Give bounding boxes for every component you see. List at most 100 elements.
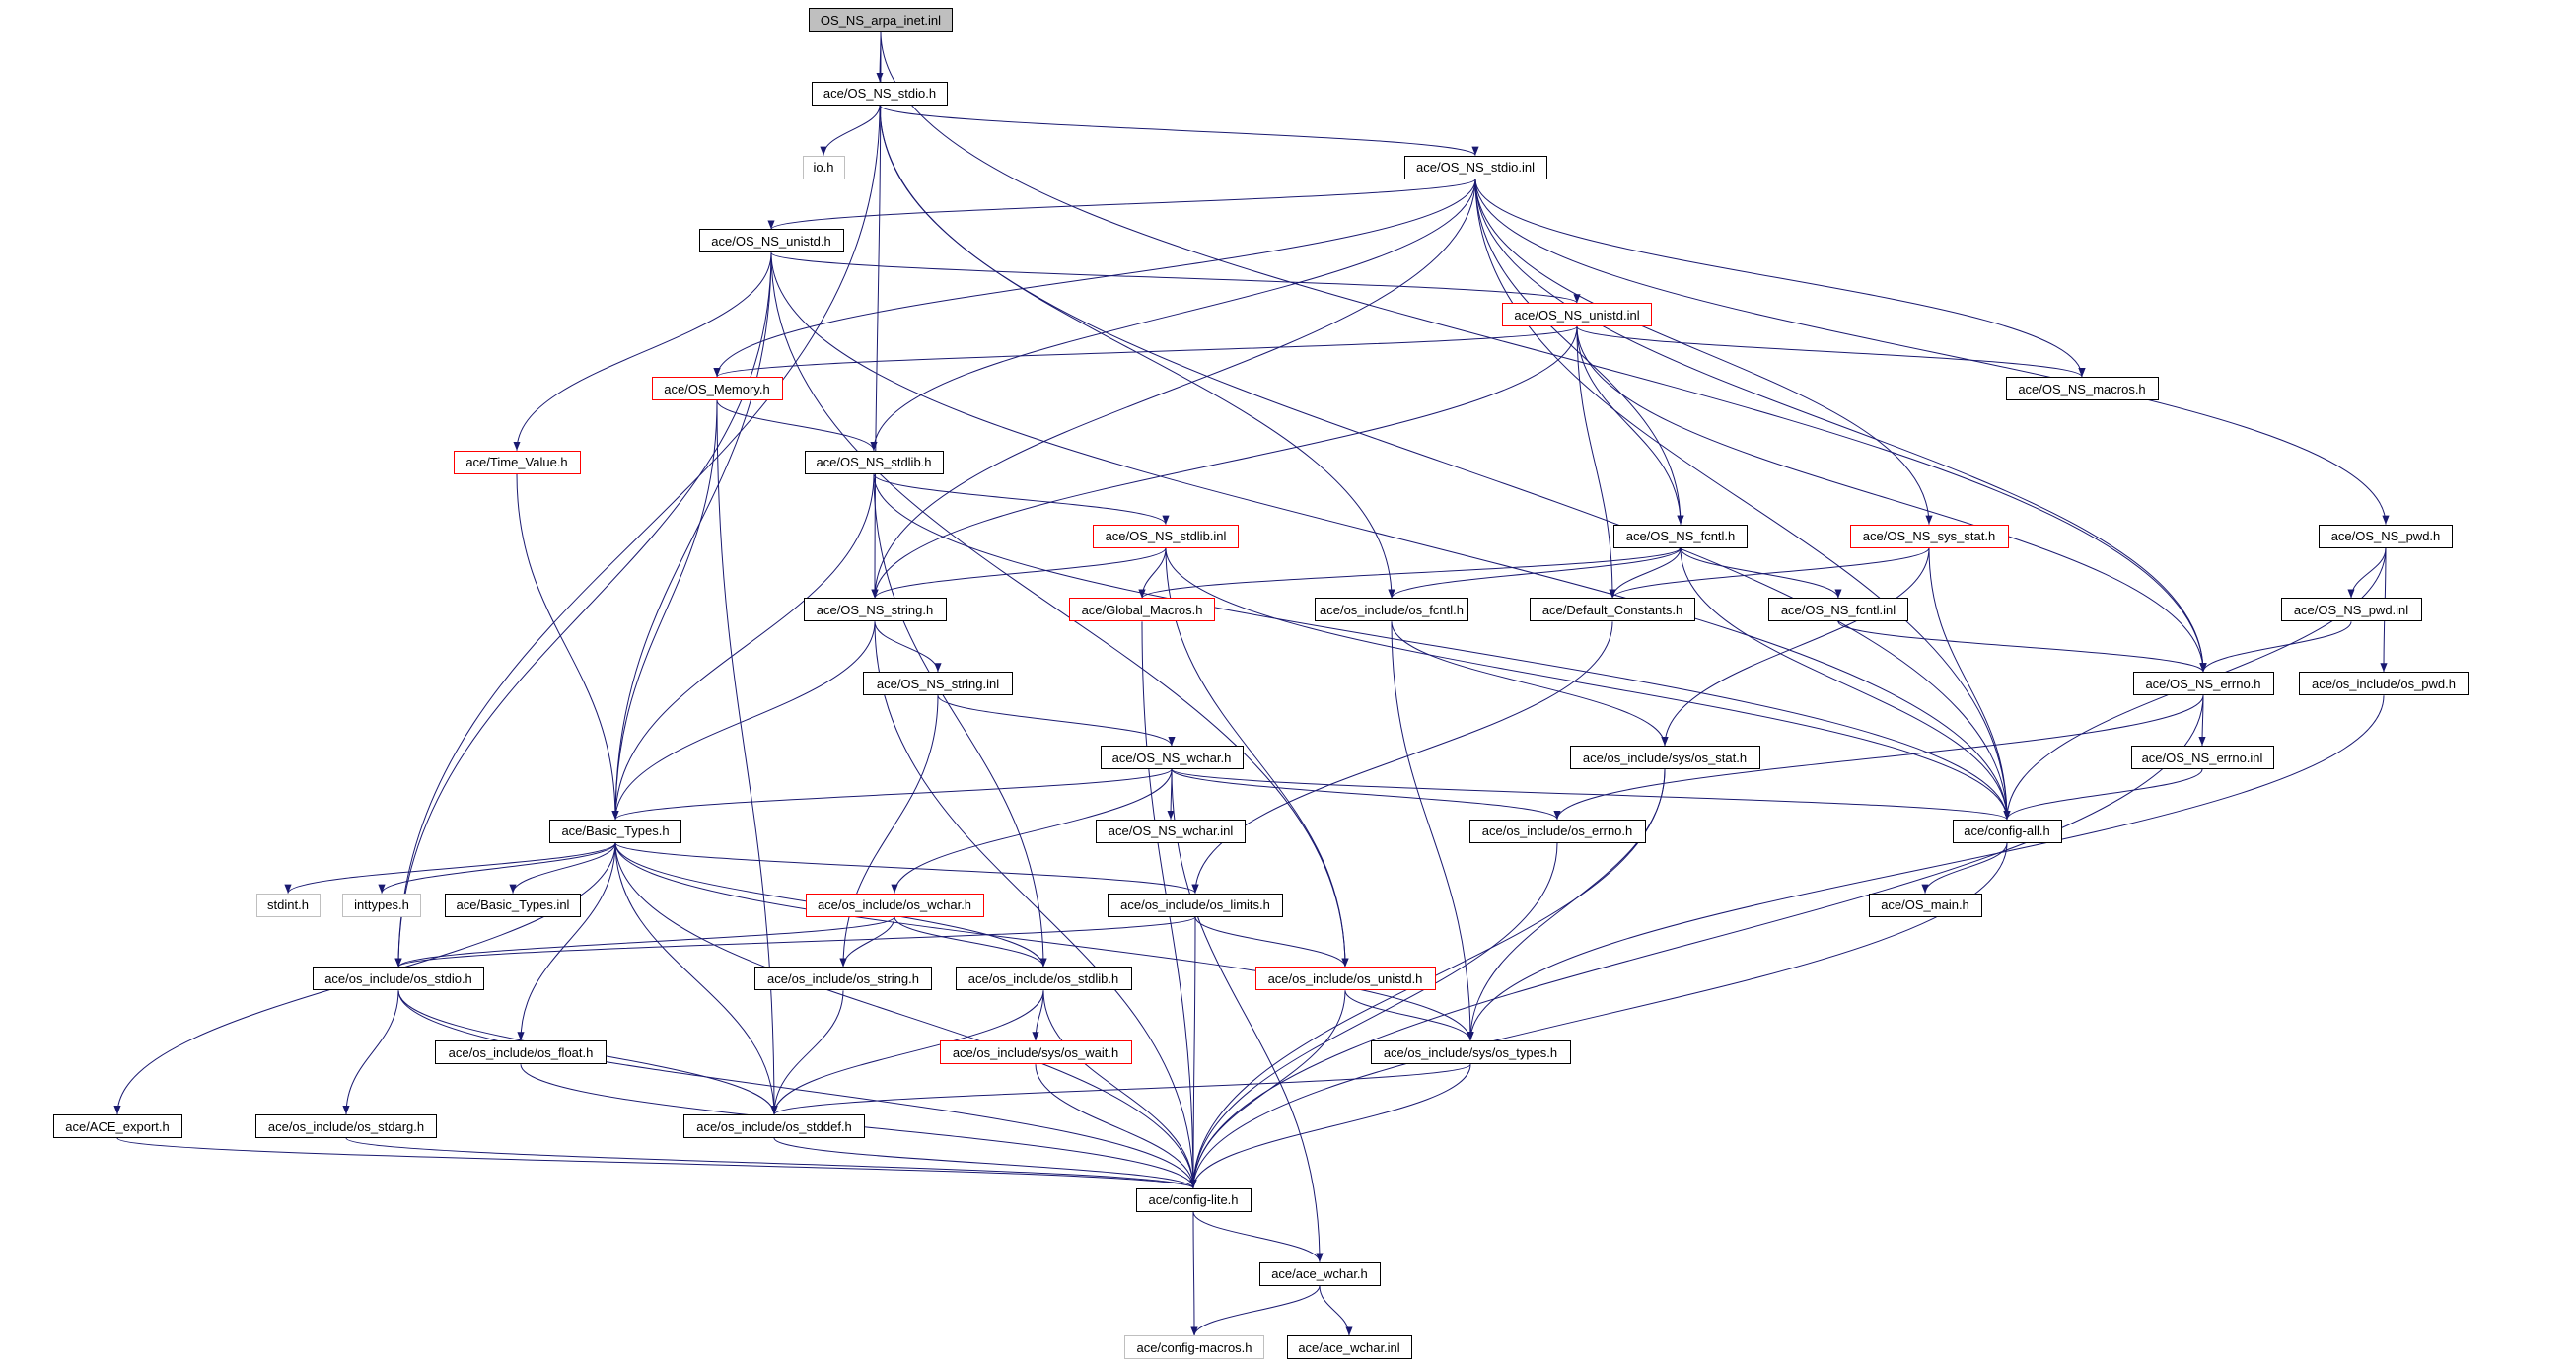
graph-node-stdlib-h[interactable]: ace/OS_NS_stdlib.h bbox=[804, 450, 944, 474]
graph-node-stdint[interactable]: stdint.h bbox=[255, 893, 321, 917]
edge-unistd-h-to-basic-types bbox=[611, 252, 772, 820]
graph-node-stdio-h[interactable]: ace/OS_NS_stdio.h bbox=[812, 81, 948, 106]
edge-stdio-h-to-config-all bbox=[879, 105, 2011, 820]
graph-node-stdio-inl[interactable]: ace/OS_NS_stdio.inl bbox=[1403, 155, 1547, 179]
graph-node-os-unistd[interactable]: ace/os_include/os_unistd.h bbox=[1254, 967, 1436, 991]
edge-default-constants-to-os-limits bbox=[1191, 621, 1613, 894]
graph-node-default-constants[interactable]: ace/Default_Constants.h bbox=[1530, 598, 1695, 622]
graph-node-os-stddef[interactable]: ace/os_include/os_stddef.h bbox=[683, 1114, 865, 1138]
edge-time-value-to-basic-types bbox=[516, 473, 619, 820]
edge-os-string-to-os-stddef bbox=[770, 990, 844, 1115]
edge-unistd-inl-to-errno-h bbox=[1576, 326, 2207, 673]
edge-os-fcntl-to-os-types bbox=[1391, 621, 1474, 1041]
graph-node-wchar-h[interactable]: ace/OS_NS_wchar.h bbox=[1100, 746, 1244, 769]
edge-wchar-h-to-ace-wchar bbox=[1171, 768, 1324, 1262]
graph-node-os-wait[interactable]: ace/os_include/sys/os_wait.h bbox=[939, 1040, 1132, 1065]
edge-stdio-inl-to-stdlib-h bbox=[870, 179, 1476, 451]
graph-node-os-limits[interactable]: ace/os_include/os_limits.h bbox=[1108, 893, 1283, 917]
edge-basic-types-to-os-types bbox=[614, 842, 1474, 1041]
graph-node-ace-wchar[interactable]: ace/ace_wchar.h bbox=[1258, 1261, 1381, 1286]
graph-node-config-lite[interactable]: ace/config-lite.h bbox=[1135, 1187, 1252, 1212]
edge-os-limits-to-os-unistd bbox=[1194, 916, 1349, 968]
graph-node-basic-types-inl[interactable]: ace/Basic_Types.inl bbox=[445, 893, 581, 917]
graph-node-string-h[interactable]: ace/OS_NS_string.h bbox=[803, 598, 947, 622]
edge-basic-types-to-os-limits bbox=[614, 842, 1199, 895]
edge-stdio-h-to-os-stdio bbox=[394, 105, 881, 968]
graph-node-basic-types[interactable]: ace/Basic_Types.h bbox=[549, 819, 681, 843]
edge-stdlib-h-to-config-all bbox=[873, 473, 2011, 820]
edge-basic-types-to-basic-types-inl bbox=[509, 842, 616, 894]
edge-unistd-h-to-time-value bbox=[513, 252, 772, 451]
graph-node-os-errno[interactable]: ace/os_include/os_errno.h bbox=[1468, 819, 1646, 843]
graph-node-os-float[interactable]: ace/os_include/os_float.h bbox=[435, 1040, 607, 1065]
graph-node-string-inl[interactable]: ace/OS_NS_string.inl bbox=[863, 672, 1013, 696]
edge-stdlib-inl-to-string-h bbox=[871, 547, 1167, 599]
graph-node-config-all[interactable]: ace/config-all.h bbox=[1952, 819, 2062, 843]
edge-sys-stat-h-to-os-stat bbox=[1661, 547, 1930, 747]
graph-node-os-main[interactable]: ace/OS_main.h bbox=[1868, 893, 1982, 917]
edge-unistd-inl-to-fcntl-h bbox=[1576, 326, 1684, 525]
graph-node-arpa[interactable]: OS_NS_arpa_inet.inl bbox=[809, 8, 953, 32]
edge-unistd-inl-to-memory-h bbox=[713, 325, 1578, 378]
graph-node-stdlib-inl[interactable]: ace/OS_NS_stdlib.inl bbox=[1093, 524, 1239, 548]
graph-node-os-wchar[interactable]: ace/os_include/os_wchar.h bbox=[805, 893, 984, 917]
edge-os-stdlib-to-os-wait bbox=[1032, 990, 1044, 1041]
edge-errno-h-to-config-lite bbox=[1189, 695, 2204, 1188]
edge-fcntl-h-to-config-all bbox=[1680, 547, 2011, 820]
graph-node-os-pwd[interactable]: ace/os_include/os_pwd.h bbox=[2299, 672, 2469, 696]
edge-basic-types-to-os-float bbox=[517, 842, 616, 1041]
graph-node-pwd-inl[interactable]: ace/OS_NS_pwd.inl bbox=[2280, 598, 2422, 622]
edge-unistd-inl-to-default-constants bbox=[1576, 326, 1616, 599]
graph-node-global-macros[interactable]: ace/Global_Macros.h bbox=[1069, 598, 1215, 622]
edge-arpa-to-errno-h bbox=[880, 31, 2207, 673]
edge-unistd-inl-to-macros-h bbox=[1576, 325, 2086, 378]
graph-node-unistd-h[interactable]: ace/OS_NS_unistd.h bbox=[698, 229, 844, 253]
graph-node-os-stdarg[interactable]: ace/os_include/os_stdarg.h bbox=[255, 1114, 437, 1138]
edge-string-h-to-basic-types bbox=[611, 621, 876, 820]
edge-stdio-inl-to-errno-h bbox=[1474, 179, 2207, 673]
graph-node-os-stdio[interactable]: ace/os_include/os_stdio.h bbox=[313, 967, 484, 991]
graph-node-time-value[interactable]: ace/Time_Value.h bbox=[453, 450, 581, 474]
graph-node-pwd-h[interactable]: ace/OS_NS_pwd.h bbox=[2319, 524, 2453, 548]
edge-os-fcntl-to-os-stat bbox=[1391, 621, 1669, 747]
graph-node-ace-export[interactable]: ace/ACE_export.h bbox=[52, 1114, 182, 1138]
graph-node-os-stat[interactable]: ace/os_include/sys/os_stat.h bbox=[1569, 746, 1760, 769]
graph-node-memory-h[interactable]: ace/OS_Memory.h bbox=[651, 377, 783, 400]
graph-node-fcntl-inl[interactable]: ace/OS_NS_fcntl.inl bbox=[1768, 598, 1908, 622]
graph-node-macros-h[interactable]: ace/OS_NS_macros.h bbox=[2005, 377, 2159, 400]
graph-node-errno-inl[interactable]: ace/OS_NS_errno.inl bbox=[2130, 746, 2274, 769]
graph-node-io-h[interactable]: io.h bbox=[802, 155, 845, 179]
edge-sys-stat-h-to-config-all bbox=[1928, 547, 2011, 820]
edge-wchar-h-to-os-wchar bbox=[891, 768, 1173, 894]
edge-config-lite-to-ace-wchar bbox=[1192, 1211, 1324, 1262]
graph-node-os-fcntl[interactable]: ace/os_include/os_fcntl.h bbox=[1315, 598, 1468, 622]
graph-node-config-macros[interactable]: ace/config-macros.h bbox=[1124, 1335, 1264, 1360]
edge-os-wchar-to-os-stdio bbox=[394, 916, 895, 968]
graph-node-os-types[interactable]: ace/os_include/sys/os_types.h bbox=[1370, 1040, 1571, 1065]
graph-node-os-string[interactable]: ace/os_include/os_string.h bbox=[754, 967, 932, 991]
edge-config-lite-to-config-macros bbox=[1190, 1211, 1198, 1336]
edge-unistd-h-to-os-stdio bbox=[394, 252, 772, 968]
edge-fcntl-h-to-os-fcntl bbox=[1388, 547, 1682, 599]
edge-os-stat-to-os-types bbox=[1467, 768, 1666, 1041]
edge-stdio-inl-to-sys-stat-h bbox=[1474, 179, 1933, 525]
edge-fcntl-h-to-global-macros bbox=[1138, 547, 1682, 599]
graph-node-errno-h[interactable]: ace/OS_NS_errno.h bbox=[2132, 672, 2274, 696]
edge-os-unistd-to-config-lite bbox=[1189, 990, 1346, 1188]
edge-stdlib-h-to-basic-types bbox=[611, 473, 875, 820]
edge-os-limits-to-config-lite bbox=[1189, 916, 1197, 1188]
graph-node-unistd-inl[interactable]: ace/OS_NS_unistd.inl bbox=[1502, 303, 1652, 327]
edge-ace-wchar-to-config-macros bbox=[1190, 1285, 1321, 1336]
edge-fcntl-inl-to-errno-h bbox=[1837, 620, 2207, 673]
edge-string-inl-to-wchar-h bbox=[937, 695, 1176, 747]
edge-wchar-h-to-config-all bbox=[1171, 768, 2011, 821]
graph-node-sys-stat-h[interactable]: ace/OS_NS_sys_stat.h bbox=[1849, 524, 2009, 548]
graph-node-wchar-inl[interactable]: ace/OS_NS_wchar.inl bbox=[1096, 819, 1246, 843]
graph-node-inttypes[interactable]: inttypes.h bbox=[342, 893, 421, 917]
edge-stdio-inl-to-memory-h bbox=[713, 179, 1476, 378]
edge-os-stdlib-to-os-stddef bbox=[770, 990, 1044, 1115]
graph-node-fcntl-h[interactable]: ace/OS_NS_fcntl.h bbox=[1613, 524, 1748, 548]
graph-node-os-stdlib[interactable]: ace/os_include/os_stdlib.h bbox=[955, 967, 1132, 991]
graph-node-ace-wchar-inl[interactable]: ace/ace_wchar.inl bbox=[1286, 1335, 1412, 1360]
